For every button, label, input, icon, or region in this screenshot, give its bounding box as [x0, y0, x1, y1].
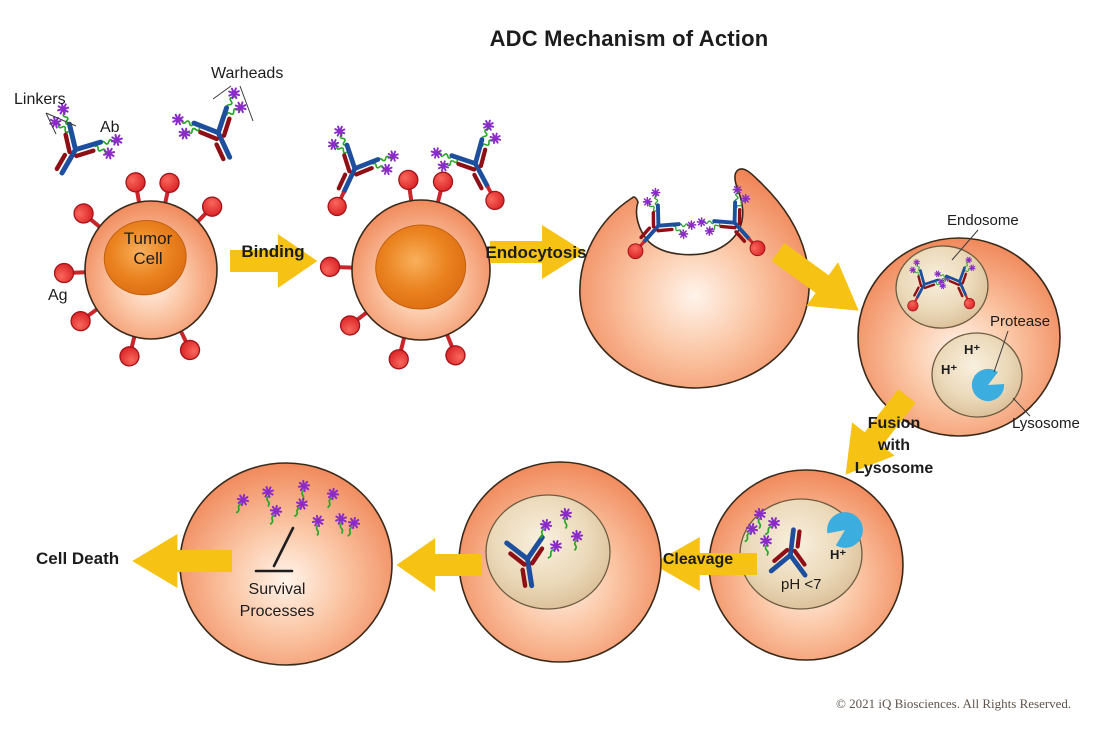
nucleus	[103, 220, 187, 296]
label-tumor-cell-line1: Tumor	[123, 229, 173, 248]
label-tumor-cell-line2: Cell	[133, 248, 163, 268]
nucleus	[375, 224, 467, 310]
step-fusion: Fusion with Lysosome	[855, 413, 934, 480]
label-line	[951, 229, 1031, 417]
fused-cell	[708, 469, 904, 661]
label-protease: Protease	[990, 313, 1051, 330]
label-survival-line1: Survival	[248, 581, 306, 598]
label-survival-processes: Survival Processes	[240, 579, 315, 622]
step-binding: Binding	[241, 242, 305, 261]
label-line	[45, 85, 254, 135]
step-endocytosis: Endocytosis	[485, 243, 587, 262]
label-ag: Ag	[48, 287, 68, 304]
step-fusion-line1: Fusion	[867, 415, 921, 432]
label-h-plus: H⁺	[830, 547, 847, 562]
tumor-cell-bound	[302, 119, 529, 373]
endocytosis-cell	[579, 168, 810, 389]
cleaved-cell	[458, 461, 662, 663]
label-linkers: Linkers	[14, 91, 66, 108]
step-fusion-line3: Lysosome	[854, 459, 934, 477]
label-h-plus: H⁺	[964, 342, 981, 357]
label-ab: Ab	[100, 119, 120, 136]
adc-molecule	[31, 102, 124, 191]
label-cell-death: Cell Death	[36, 549, 120, 568]
endosome-cell	[857, 229, 1061, 437]
label-tumor-cell: Tumor Cell	[124, 229, 173, 268]
inhibition-symbol	[254, 526, 295, 573]
label-ph: pH <7	[781, 576, 822, 593]
label-lysosome: Lysosome	[1012, 415, 1080, 432]
copyright: © 2021 iQ Biosciences. All Rights Reserv…	[836, 696, 1072, 711]
step-fusion-line2: with	[877, 437, 910, 455]
tumor-cell-1	[54, 169, 228, 370]
label-endosome: Endosome	[947, 212, 1019, 229]
page-title: ADC Mechanism of Action	[489, 26, 769, 51]
label-warheads: Warheads	[211, 65, 284, 82]
label-h-plus: H⁺	[941, 362, 958, 377]
label-survival-line2: Processes	[239, 602, 315, 620]
step-cleavage: Cleavage	[662, 551, 734, 568]
adc-molecule	[171, 86, 262, 172]
